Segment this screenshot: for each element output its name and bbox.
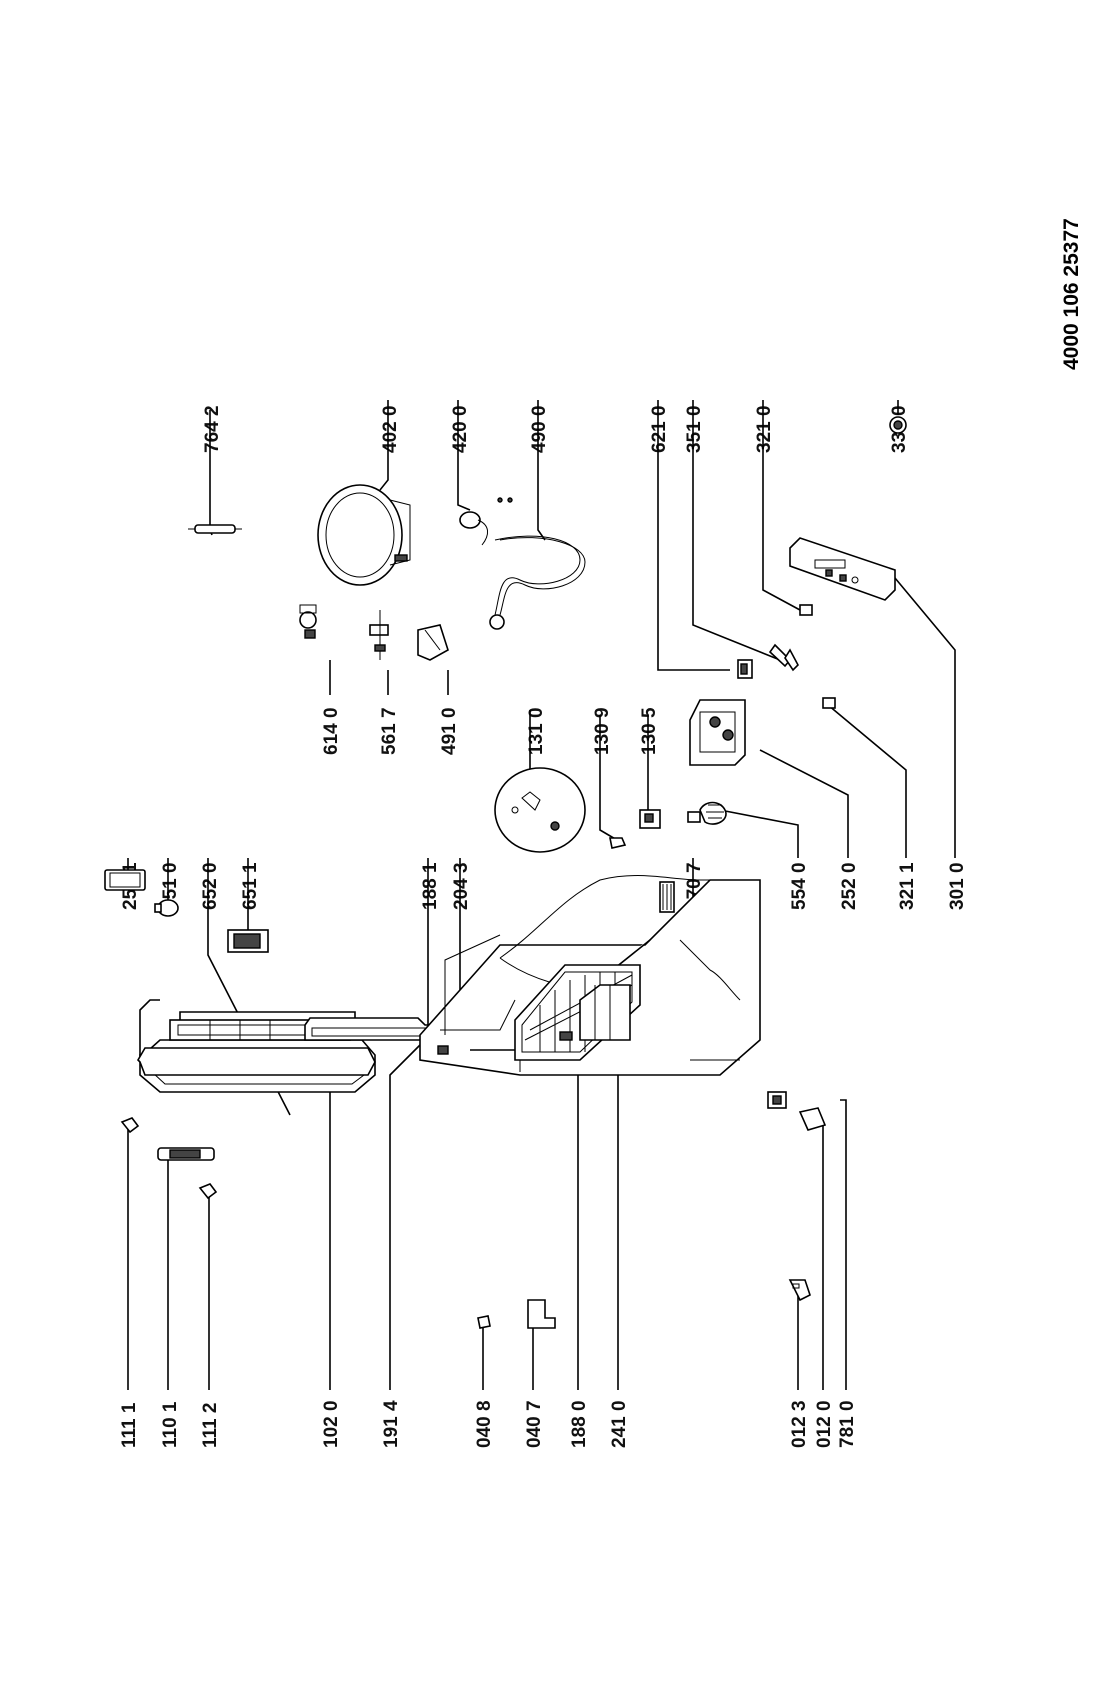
label-321-1: 321 1 bbox=[897, 862, 918, 910]
handle-110-1 bbox=[157, 1147, 215, 1161]
label-652-0: 652 0 bbox=[200, 862, 221, 910]
clip-321-1 bbox=[822, 697, 836, 709]
hinge-188-0 bbox=[559, 1031, 573, 1041]
label-130-5: 130 5 bbox=[639, 707, 660, 755]
label-351-0: 351 0 bbox=[684, 405, 705, 453]
label-188-1: 188 1 bbox=[420, 862, 441, 910]
label-321-0: 321 0 bbox=[754, 405, 775, 453]
label-764-2: 764 2 bbox=[202, 405, 223, 453]
vent-grille bbox=[659, 881, 675, 913]
relay-box-252-0 bbox=[689, 699, 746, 766]
door-lid-part bbox=[138, 999, 376, 1093]
lamp-351-0 bbox=[768, 643, 799, 672]
cover-491-0 bbox=[417, 624, 449, 661]
label-561-7: 561 7 bbox=[379, 707, 400, 755]
capacitor-420-0 bbox=[459, 497, 513, 546]
relay-614-0 bbox=[299, 604, 317, 639]
clip-111-2 bbox=[198, 1183, 218, 1200]
label-131-0: 131 0 bbox=[526, 707, 547, 755]
label-040-8: 040 8 bbox=[474, 1400, 495, 1448]
hinge-188-1 bbox=[437, 1045, 449, 1055]
clip-321-0 bbox=[799, 604, 813, 616]
label-241-0: 241 0 bbox=[609, 1400, 630, 1448]
part-561-7 bbox=[369, 610, 389, 660]
label-110-1: 110 1 bbox=[160, 1401, 181, 1448]
label-040-7: 040 7 bbox=[524, 1400, 545, 1448]
bracket-040-7 bbox=[527, 1299, 556, 1329]
hinge-bracket-012-3 bbox=[788, 1279, 811, 1302]
label-554-0: 554 0 bbox=[789, 862, 810, 910]
knob-335-0 bbox=[889, 416, 907, 434]
foot-012-0 bbox=[798, 1107, 827, 1131]
label-188-0: 188 0 bbox=[569, 1400, 590, 1448]
part-130-5 bbox=[639, 809, 661, 829]
clip-040-8 bbox=[477, 1315, 491, 1329]
light-cover-251-1 bbox=[104, 869, 146, 891]
power-cord-490-0 bbox=[489, 535, 586, 630]
lamp-holder-651-1 bbox=[227, 929, 269, 953]
label-204-3: 204 3 bbox=[451, 862, 472, 910]
thermostat-554-0 bbox=[687, 801, 727, 825]
label-781-0: 781 0 bbox=[837, 1400, 858, 1448]
knob-130-9 bbox=[609, 837, 627, 849]
thermostat-cover-131-0 bbox=[494, 767, 586, 853]
document-number: 4000 106 25377 bbox=[1060, 218, 1083, 370]
label-651-1: 651 1 bbox=[240, 862, 261, 910]
label-402-0: 402 0 bbox=[380, 405, 401, 453]
drier-764-2 bbox=[188, 524, 242, 534]
label-130-9: 130 9 bbox=[592, 707, 613, 755]
clip-111-1 bbox=[120, 1117, 140, 1134]
foot-781-0 bbox=[767, 1091, 787, 1109]
label-301-0: 301 0 bbox=[947, 862, 968, 910]
label-012-0: 012 0 bbox=[814, 1400, 835, 1448]
label-102-0: 102 0 bbox=[321, 1400, 342, 1448]
label-252-0: 252 0 bbox=[839, 862, 860, 910]
relay-621-0 bbox=[737, 659, 753, 679]
label-111-2: 111 2 bbox=[200, 1403, 221, 1448]
label-490-0: 490 0 bbox=[529, 405, 550, 453]
lid-frame bbox=[136, 1047, 376, 1076]
label-191-4: 191 4 bbox=[381, 1400, 402, 1448]
label-651-0: 651 0 bbox=[160, 862, 181, 910]
divider-part bbox=[579, 984, 631, 1041]
control-panel-301-0 bbox=[789, 537, 896, 601]
label-420-0: 420 0 bbox=[450, 405, 471, 453]
label-614-0: 614 0 bbox=[321, 707, 342, 755]
lamp-651-0 bbox=[154, 899, 179, 917]
label-012-3: 012 3 bbox=[789, 1400, 810, 1448]
label-111-1: 111 1 bbox=[119, 1402, 140, 1448]
label-491-0: 491 0 bbox=[439, 707, 460, 755]
label-621-0: 621 0 bbox=[649, 405, 670, 453]
compressor-402-0 bbox=[317, 484, 411, 586]
